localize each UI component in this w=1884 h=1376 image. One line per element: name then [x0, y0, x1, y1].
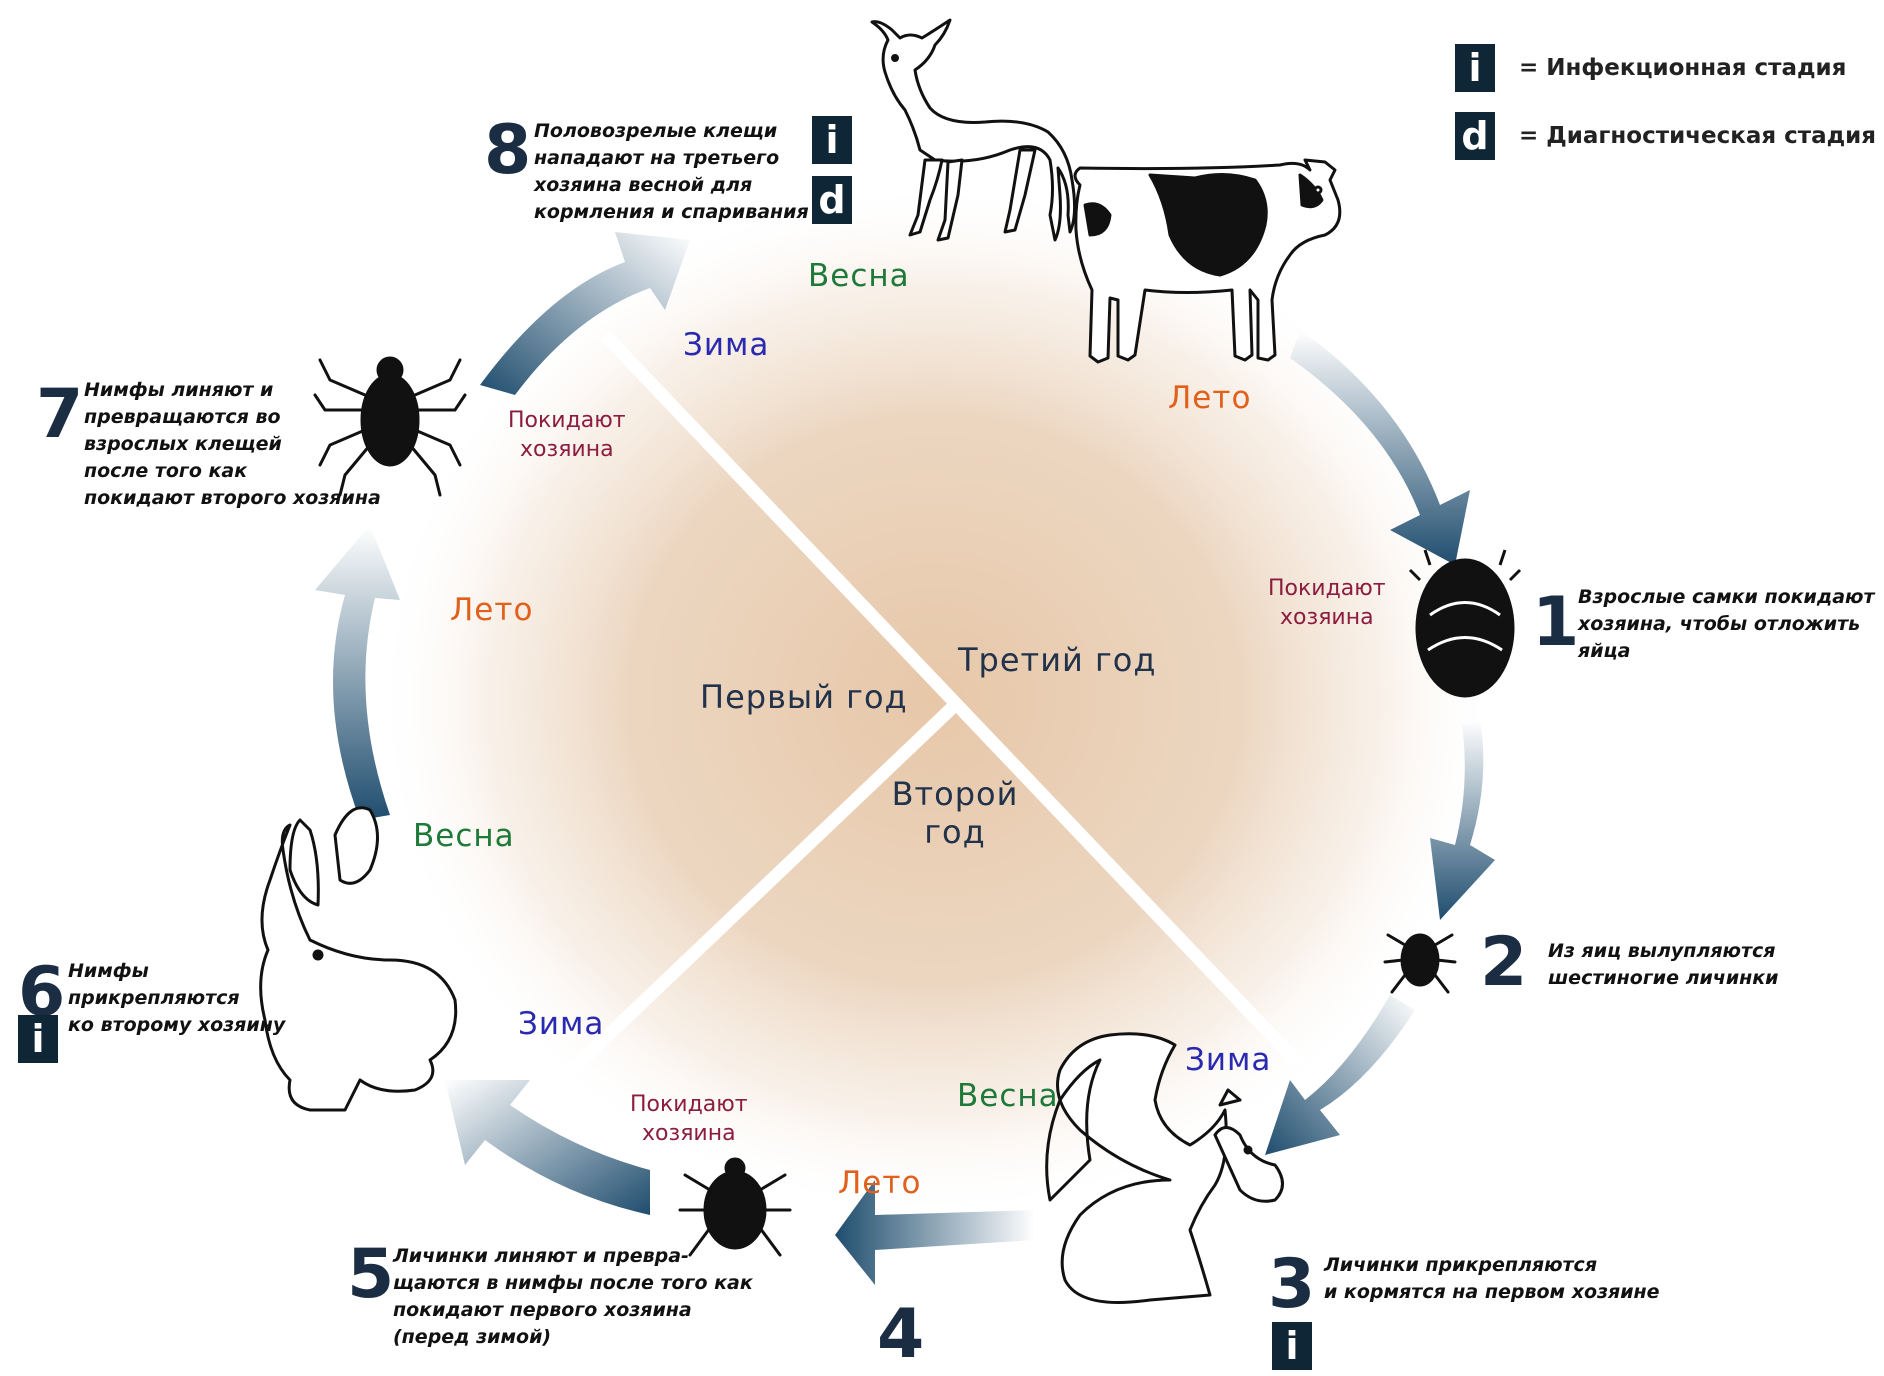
season-summer-year1: Лето [450, 592, 534, 628]
arrow-rabbit-to-stage7 [315, 525, 400, 820]
year-second-line1: Второй [891, 775, 1019, 813]
season-winter-year3: Зима [683, 327, 770, 363]
stage-1-description: Взрослые самки покидают хозяина, чтобы о… [1578, 586, 1875, 662]
stage-6-description: Нимфы прикрепляются ко второму хозяину [68, 960, 286, 1036]
stage-8-diagnostic-badge-icon: d [812, 176, 852, 224]
stage-8-description: Половозрелые клещи нападают на третьего … [534, 120, 809, 223]
arrow-squirrel-to-stage4 [835, 1180, 1035, 1285]
engorged-tick-icon [1408, 549, 1522, 698]
season-spring-year1: Весна [413, 818, 515, 854]
stage-2-description: Из яиц вылупляются шестиногие личинки [1548, 940, 1779, 989]
cycle-arrows [315, 232, 1495, 1285]
diagnostic-badge-icon: d [1455, 112, 1495, 160]
rabbit-icon [259, 806, 458, 1112]
stage-3-infectious-badge-icon: i [1272, 1322, 1312, 1370]
arrow-stage7-to-stage8 [480, 232, 690, 395]
stage-8-infectious-badge-icon: i [812, 116, 852, 164]
squirrel-icon [1045, 1032, 1284, 1304]
year-third: Третий год [958, 641, 1157, 679]
year-second-line2: год [924, 813, 986, 851]
larva-tick-icon [1383, 933, 1457, 994]
deer-icon [870, 18, 1077, 242]
nymph-tick-icon [678, 1157, 792, 1257]
center-glow [375, 180, 1495, 1220]
year-first: Первый год [700, 678, 908, 716]
year-dividers [535, 330, 1305, 1105]
stage-5-number: 5 [347, 1235, 395, 1314]
season-winter-year1: Зима [518, 1006, 605, 1042]
arrow-cow-to-stage1 [1290, 330, 1470, 565]
season-summer-year2: Лето [838, 1165, 922, 1201]
season-spring-year3: Весна [808, 258, 910, 294]
arrow-stage5-to-rabbit [445, 1080, 650, 1215]
season-summer-year3: Лето [1168, 380, 1252, 416]
stage-2-number: 2 [1480, 923, 1528, 1002]
stage-3-number: 3 [1268, 1245, 1316, 1324]
stage-8-number: 8 [484, 111, 532, 190]
stage-1-number: 1 [1532, 583, 1580, 662]
infectious-badge-icon: i [1455, 44, 1495, 92]
stage-3-description: Личинки прикрепляются и кормятся на перв… [1324, 1254, 1660, 1303]
legend-diagnostic: d = Диагностическая стадия [1455, 112, 1876, 160]
stage-7-number: 7 [36, 375, 84, 454]
stage-6-infectious-badge-icon: i [18, 1015, 58, 1063]
stage-4-number: 4 [877, 1295, 925, 1374]
season-spring-year2: Весна [957, 1078, 1059, 1114]
legend-diagnostic-text: = Диагностическая стадия [1519, 123, 1877, 149]
adult-tick-icon [313, 356, 467, 497]
year-second: Второй год [880, 775, 1030, 851]
cow-icon [1073, 158, 1342, 364]
arrow-stage1-to-stage2 [1430, 720, 1495, 920]
legend-infectious: i = Инфекционная стадия [1455, 44, 1846, 92]
legend-infectious-text: = Инфекционная стадия [1519, 55, 1847, 81]
arrow-stage2-to-squirrel [1265, 995, 1415, 1155]
stage-7-description: Нимфы линяют и превращаются во взрослых … [84, 379, 381, 509]
stage-5-description: Личинки линяют и превра- щаются в нимфы … [393, 1245, 753, 1348]
season-winter-year2: Зима [1185, 1042, 1272, 1078]
